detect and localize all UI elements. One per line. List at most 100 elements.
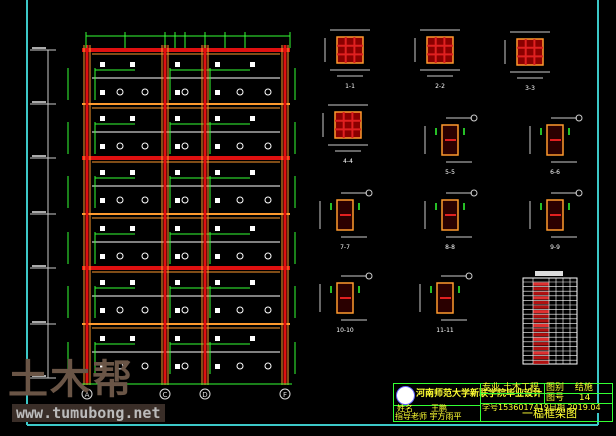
drawing-title: 一榀框架图 <box>522 407 577 420</box>
advisor-label: 指导老师 <box>395 412 427 421</box>
category-value: 结施 <box>574 383 593 393</box>
rebar-callout <box>264 88 272 96</box>
rebar-tag <box>175 170 180 175</box>
section-label: 2-2 <box>435 83 445 90</box>
rebar-tag <box>215 116 220 121</box>
rebar-tag <box>175 280 180 285</box>
rebar-tag <box>175 308 180 313</box>
rebar-tag <box>100 116 105 121</box>
school-name: 河南师范大学新联学院毕业设计 <box>416 389 543 399</box>
table-cell-shape <box>533 310 549 314</box>
date-value: 2019.04 <box>567 403 601 412</box>
rebar-callout <box>116 142 124 150</box>
school-logo <box>396 386 415 405</box>
rebar-callout <box>236 142 244 150</box>
rebar-tag <box>130 226 135 231</box>
rebar-callout <box>181 196 189 204</box>
table-cell-shape <box>533 287 549 291</box>
rebar-tag <box>130 280 135 285</box>
rebar-tag <box>215 364 220 369</box>
rebar-tag <box>130 62 135 67</box>
rebar-tag <box>100 364 105 369</box>
table-cell-shape <box>533 323 549 328</box>
rebar-callout <box>141 142 149 150</box>
elevation-label <box>32 321 46 323</box>
rebar-tag <box>175 336 180 341</box>
rebar-tag <box>130 116 135 121</box>
rebar-tag <box>215 226 220 231</box>
rebar-callout <box>470 189 478 197</box>
rebar-tag <box>175 144 180 149</box>
rebar-tag <box>250 116 255 121</box>
student-id-label: 学号 <box>482 403 498 412</box>
rebar-tag <box>100 336 105 341</box>
rebar-callout <box>236 306 244 314</box>
table-cell-shape <box>533 337 549 341</box>
rebar-callout <box>116 362 124 370</box>
category: 图别 结施 <box>546 383 593 394</box>
rebar-tag <box>215 280 220 285</box>
rebar-tag <box>215 254 220 259</box>
rebar-callout <box>141 88 149 96</box>
rebar-callout <box>575 114 583 122</box>
rebar-tag <box>100 226 105 231</box>
elevation-label <box>32 265 46 267</box>
rebar-tag <box>175 364 180 369</box>
rebar-callout <box>236 88 244 96</box>
section-label: 5-5 <box>445 169 455 176</box>
rebar-callout <box>141 362 149 370</box>
rebar-tag <box>175 116 180 121</box>
student-id-value: 1536017419 <box>498 403 549 412</box>
rebar-tag <box>100 144 105 149</box>
rebar-callout <box>575 189 583 197</box>
rebar-tag <box>175 198 180 203</box>
rebar-tag <box>250 226 255 231</box>
section-label: 9-9 <box>550 244 560 251</box>
rebar-callout <box>236 196 244 204</box>
rebar-tag <box>250 280 255 285</box>
rebar-callout <box>141 306 149 314</box>
rebar-tag <box>215 62 220 67</box>
table-cell-shape <box>533 291 549 295</box>
elevation-label <box>32 47 46 49</box>
rebar-tag <box>175 226 180 231</box>
rebar-callout <box>181 306 189 314</box>
number-label: 图号 <box>546 393 565 403</box>
rebar-tag <box>175 254 180 259</box>
rebar-tag <box>100 170 105 175</box>
rebar-tag <box>215 308 220 313</box>
rebar-tag <box>100 308 105 313</box>
section-label: 10-10 <box>336 327 354 334</box>
table-cell-shape <box>533 300 549 305</box>
rebar-tag <box>175 62 180 67</box>
date-label: 日期 <box>548 403 565 412</box>
student-id: 学号1536017419日期 2019.04 <box>482 403 601 413</box>
table-cell-shape <box>533 296 549 300</box>
rebar-callout <box>181 362 189 370</box>
rebar-callout <box>264 362 272 370</box>
axis-bubble <box>199 388 211 400</box>
section-label: 8-8 <box>445 244 455 251</box>
rebar-callout <box>236 252 244 260</box>
axis-label-c: C <box>163 391 168 399</box>
rebar-callout <box>236 362 244 370</box>
section-outline <box>334 111 362 139</box>
rebar-callout <box>116 196 124 204</box>
rebar-callout <box>181 88 189 96</box>
axis-bubble <box>279 388 291 400</box>
rebar-tag <box>130 170 135 175</box>
number: 图号 14 <box>546 393 590 404</box>
section-label: 7-7 <box>340 244 350 251</box>
table-cell-shape <box>533 360 549 364</box>
rebar-callout <box>141 196 149 204</box>
section-label: 11-11 <box>436 327 454 334</box>
table-cell-shape <box>533 346 549 351</box>
section-label: 4-4 <box>343 158 353 165</box>
name: 姓名王鹏 <box>397 405 447 413</box>
rebar-callout <box>264 306 272 314</box>
rebar-tag <box>100 280 105 285</box>
axis-label-a: A <box>85 391 90 399</box>
elevation-label <box>32 211 46 213</box>
rebar-schedule-table <box>522 277 578 365</box>
